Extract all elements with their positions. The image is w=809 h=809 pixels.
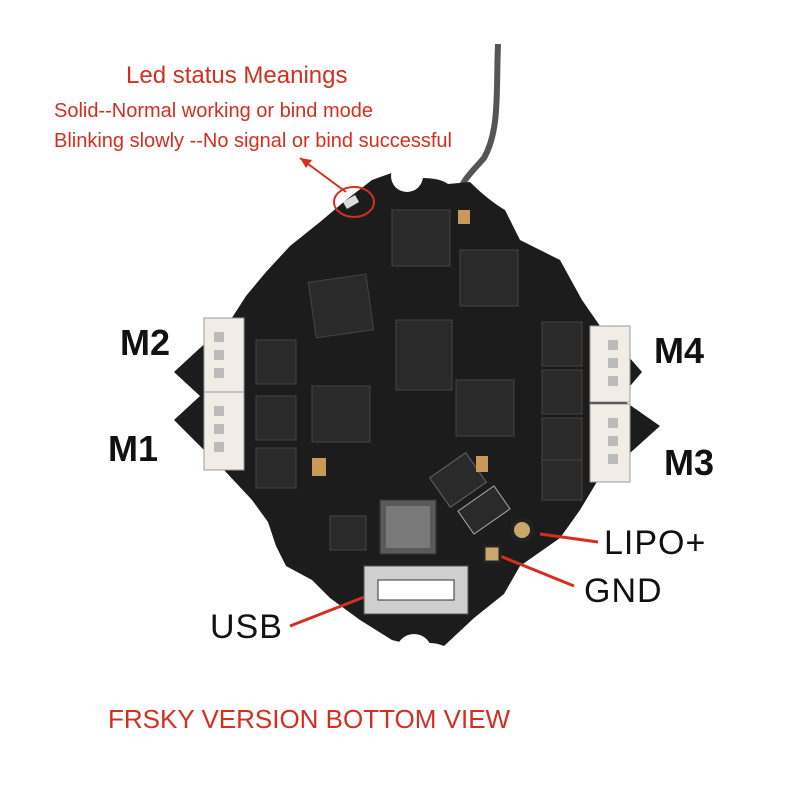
motor-connector-m1: [203, 391, 245, 471]
led-highlight-circle: [333, 186, 375, 218]
chip-esc-r1: [541, 321, 583, 367]
corner-notch-top: [391, 160, 423, 192]
usb-arrow: [289, 592, 373, 628]
motor-label-m3: M3: [664, 442, 715, 483]
capacitor: [458, 210, 470, 224]
motor-connector-m2: [203, 317, 245, 395]
led-status-blinking: Blinking slowly --No signal or bind succ…: [54, 130, 452, 152]
footer-caption: FRSKY VERSION BOTTOM VIEW: [108, 704, 511, 734]
lipo-arrow: [539, 532, 599, 544]
motor-label-m4: M4: [654, 330, 705, 371]
chip-mosfet-2: [459, 249, 519, 307]
chip-mosfet-4: [455, 379, 515, 437]
gnd-label: GND: [584, 572, 663, 610]
led: [342, 195, 360, 209]
chip-esc-r4: [541, 459, 583, 501]
chip-small: [329, 515, 367, 551]
lipo-label: LIPO+: [604, 524, 707, 562]
capacitor: [312, 458, 326, 476]
chip-top: [391, 209, 451, 267]
antenna-wire: [455, 43, 501, 197]
gnd-arrow: [499, 554, 575, 588]
chip-esc-r3: [541, 417, 583, 463]
chip-mosfet-1: [307, 273, 375, 339]
motor-label-m1: M1: [108, 428, 159, 469]
corner-notch-bottom: [396, 634, 432, 670]
gnd-pad: [482, 544, 502, 564]
capacitor-diode: [457, 485, 511, 535]
led-status-title: Led status Meanings: [126, 62, 348, 89]
chip-center: [395, 319, 453, 391]
motor-label-m2: M2: [120, 322, 171, 363]
pcb-body: [174, 170, 660, 646]
chip-mosfet-3: [311, 385, 371, 443]
chip-esc-l3: [255, 447, 297, 489]
led-status-solid: Solid--Normal working or bind mode: [54, 100, 374, 122]
lipo-pad: [510, 518, 534, 542]
capacitor: [476, 456, 488, 472]
usb-label: USB: [210, 608, 283, 646]
motor-connector-m3: [589, 403, 631, 483]
chip-esc-r2: [541, 369, 583, 415]
chip-esc-l2: [255, 395, 297, 441]
motor-connector-m4: [589, 325, 631, 403]
chip-esc-l1: [255, 339, 297, 385]
